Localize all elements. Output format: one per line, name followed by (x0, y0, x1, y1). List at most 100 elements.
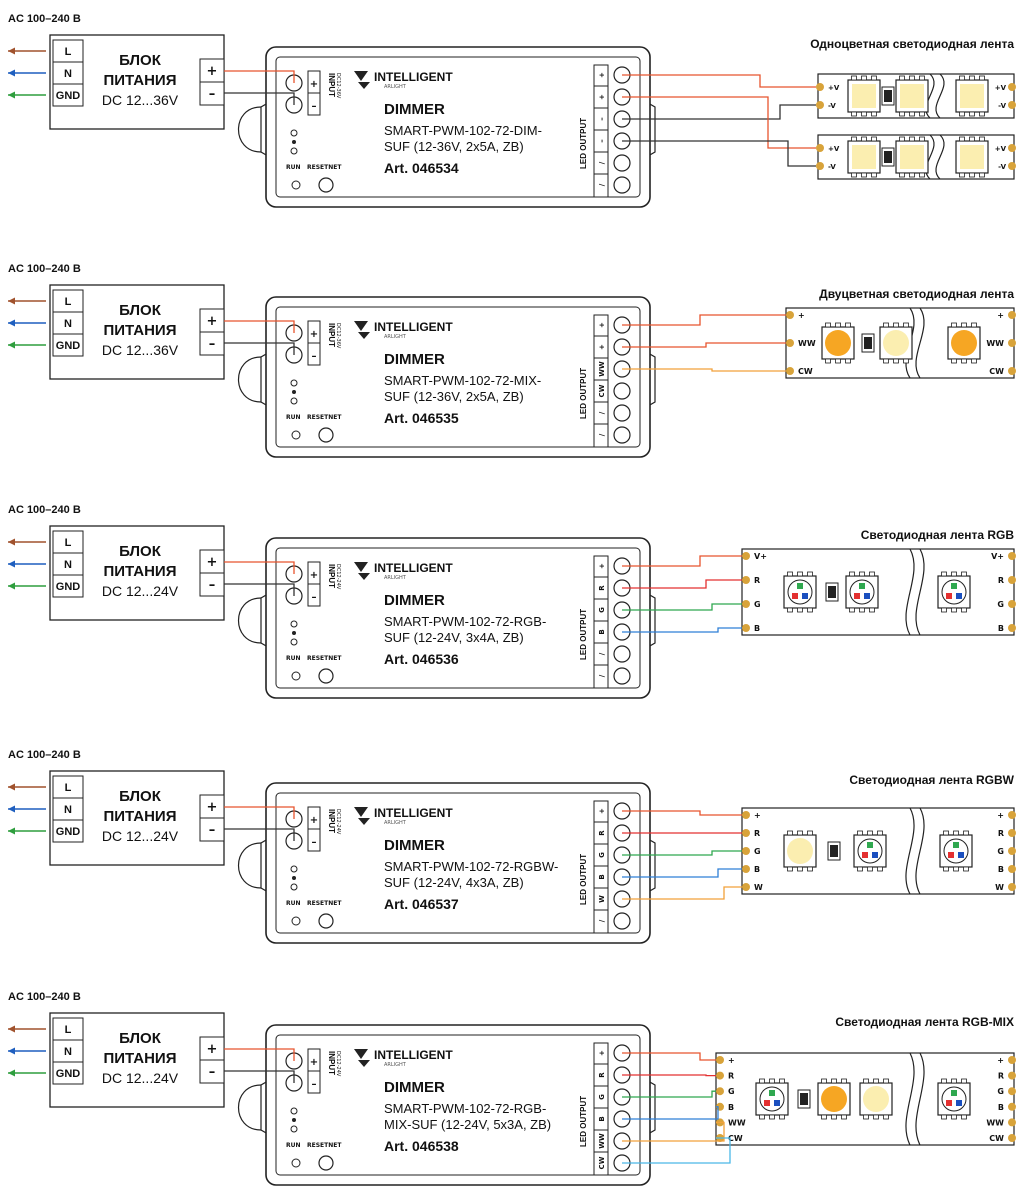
pad-label: -V (828, 163, 836, 171)
led-pin (951, 1078, 957, 1084)
brand-name: INTELLIGENT (374, 70, 453, 84)
input-terminal-label: – (312, 1079, 317, 1090)
strip-break (915, 307, 925, 379)
reset-button (318, 1155, 334, 1171)
ac-voltage-label: AC 100–240 В (8, 13, 81, 25)
strip-break (935, 73, 945, 119)
output-terminal-label: / (598, 433, 606, 436)
psu-title-line-2: ПИТАНИЯ (103, 563, 176, 580)
led-pin (959, 75, 965, 81)
dc-plus-wire (224, 561, 295, 574)
led-pin (871, 136, 877, 142)
arlight-logo-icon (358, 818, 370, 825)
solder-pad (1008, 576, 1016, 584)
strip-title: Светодиодная лента RGB (861, 528, 1015, 542)
psu-terminal-gnd: GND (56, 826, 81, 838)
dimmer-face (275, 56, 641, 198)
input-label: INPUT (327, 323, 336, 347)
input-voltage-sub: DC12-24V (335, 809, 341, 835)
arlight-logo-icon (354, 321, 368, 331)
led-pin (951, 571, 957, 577)
status-led (290, 638, 298, 646)
resistor-body (830, 845, 838, 857)
output-terminal-label: R (598, 830, 606, 836)
pad-label: B (754, 865, 760, 874)
led-white-die (863, 1086, 889, 1112)
output-terminal-label: R (598, 1072, 606, 1078)
arrow-icon (8, 297, 15, 305)
output-terminal-label: G (598, 852, 606, 858)
led-pin (769, 1114, 775, 1120)
output-terminal-label: B (598, 1116, 606, 1121)
led-red-die (948, 852, 954, 858)
arlight-logo-icon (354, 1049, 368, 1059)
led-pin (979, 172, 985, 178)
dimmer-face (275, 306, 641, 448)
reset-net-label: RESETNET (307, 164, 342, 171)
led-warm-die (951, 330, 977, 356)
led-pin (943, 830, 949, 836)
led-pin (857, 830, 863, 836)
led-pin (961, 358, 967, 364)
led-pin (831, 1114, 837, 1120)
pad-label: R (728, 1072, 734, 1081)
output-wire-b (622, 1106, 719, 1120)
pad-label: R (998, 829, 1004, 838)
led-white-die (883, 330, 909, 356)
led-pin (871, 75, 877, 81)
led-pin (787, 571, 793, 577)
dc-plus-wire (224, 70, 295, 83)
led-blue-die (774, 1100, 780, 1106)
led-white-die (900, 84, 924, 108)
pad-label: CW (989, 367, 1004, 376)
strip-break (915, 1052, 925, 1146)
solder-pad (1008, 339, 1016, 347)
ac-voltage-label: AC 100–240 В (8, 749, 81, 761)
output-terminal-label: WW (598, 1133, 606, 1149)
arrow-icon (8, 805, 15, 813)
led-pin (861, 111, 867, 117)
led-pin (797, 607, 803, 613)
pad-label: + (997, 311, 1004, 320)
led-pin (883, 358, 889, 364)
output-wire-v+ (622, 555, 742, 567)
led-pin (797, 571, 803, 577)
led-pin (969, 136, 975, 142)
solder-pad (742, 865, 750, 873)
pad-label: B (998, 865, 1004, 874)
led-pin (941, 571, 947, 577)
status-led (290, 620, 298, 628)
pad-label: B (998, 1103, 1004, 1112)
mounting-slot-left (238, 356, 262, 403)
arlight-logo-icon (358, 1060, 370, 1067)
pad-label: + (728, 1056, 735, 1065)
pad-label: + (754, 811, 761, 820)
led-pin (963, 830, 969, 836)
run-label: RUN (286, 1142, 301, 1149)
dimmer-name: DIMMER (384, 837, 445, 854)
output-terminal-label: + (598, 72, 606, 78)
psu-terminal-block (52, 775, 84, 843)
model-line-2: SUF (12-24V, 3x4A, ZB) (384, 630, 524, 645)
psu-plus-label: + (207, 1042, 218, 1057)
pad-label: +V (828, 84, 840, 92)
status-led (290, 1125, 298, 1133)
psu-terminal-block (52, 1017, 84, 1085)
led-pin (969, 111, 975, 117)
dimmer-name: DIMMER (384, 1079, 445, 1096)
solder-pad (786, 311, 794, 319)
led-pin (873, 1078, 879, 1084)
run-indicator (291, 430, 301, 440)
led-pin (941, 1078, 947, 1084)
arlight-logo-icon (358, 332, 370, 339)
pad-label: WW (798, 339, 816, 348)
solder-pad (1008, 83, 1016, 91)
led-pin (779, 1078, 785, 1084)
pad-label: G (754, 847, 761, 856)
psu-plus-label: + (207, 555, 218, 570)
model-line-2: SUF (12-36V, 2x5A, ZB) (384, 389, 524, 404)
input-terminal-label: – (312, 592, 317, 603)
psu-terminal-n: N (64, 68, 72, 80)
psu-plus-label: + (207, 314, 218, 329)
output-terminal-screw (613, 426, 631, 444)
